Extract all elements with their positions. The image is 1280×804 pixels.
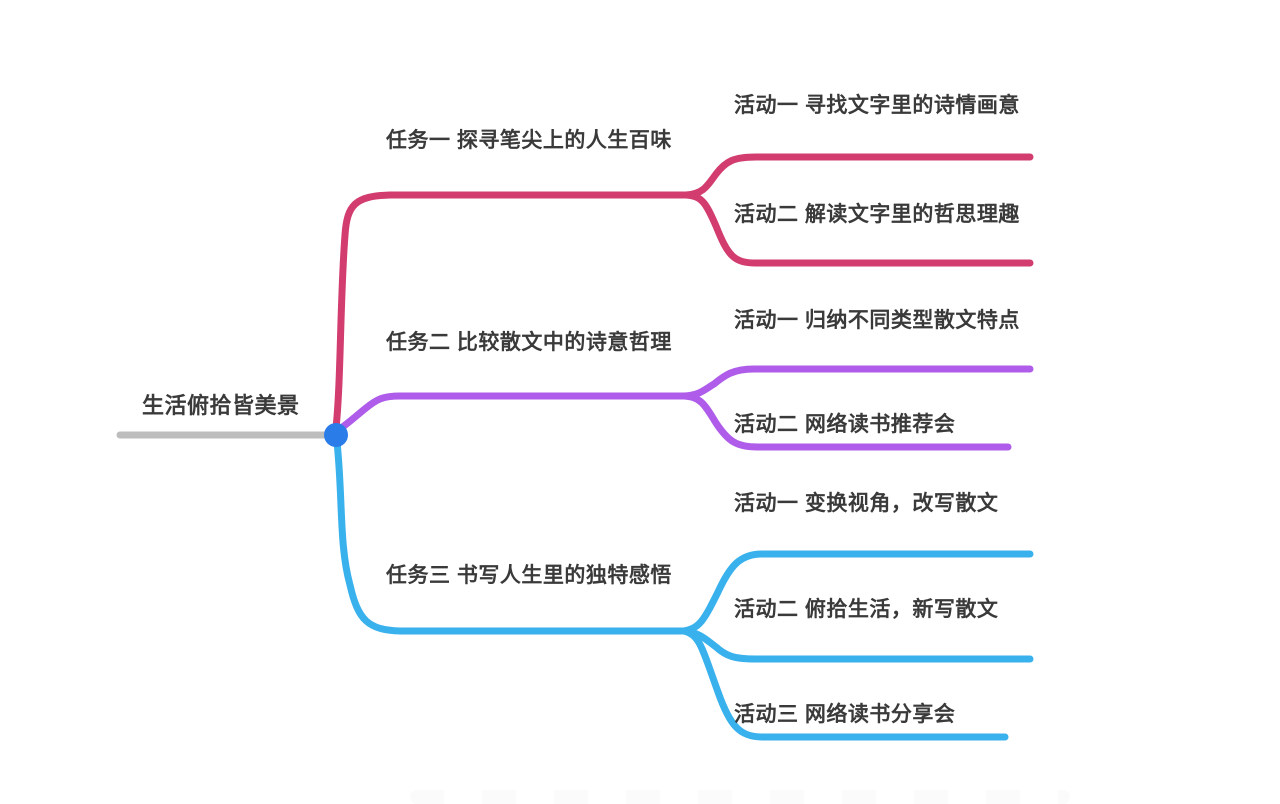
branch2-trunk-line: [336, 392, 688, 433]
branch3-child2-line: [680, 627, 1034, 663]
branch1-trunk-line: [332, 191, 690, 432]
branch3-child3-line: [680, 627, 1009, 741]
root-junction-dot: [324, 423, 348, 447]
branch3-child1-line: [680, 550, 1034, 635]
task3-node-label[interactable]: 任务三 书写人生里的独特感悟: [386, 564, 672, 587]
branch2-child1-line: [680, 365, 1034, 400]
branch2-child2-line: [680, 392, 1012, 451]
task3-activity1-node-label[interactable]: 活动一 变换视角，改写散文: [734, 492, 999, 515]
task2-node-label[interactable]: 任务二 比较散文中的诗意哲理: [386, 331, 672, 354]
task2-activity2-node-label[interactable]: 活动二 网络读书推荐会: [734, 413, 956, 436]
task3-activity3-node-label[interactable]: 活动三 网络读书分享会: [734, 703, 956, 726]
task1-activity2-node-label[interactable]: 活动二 解读文字里的哲思理趣: [734, 203, 1020, 226]
branch1-child1-line: [682, 153, 1034, 199]
branch3-trunk-line: [333, 438, 688, 635]
task2-activity1-node-label[interactable]: 活动一 归纳不同类型散文特点: [734, 309, 1020, 332]
task1-activity1-node-label[interactable]: 活动一 寻找文字里的诗情画意: [734, 94, 1020, 117]
task1-node-label[interactable]: 任务一 探寻笔尖上的人生百味: [386, 129, 672, 152]
root-node-label[interactable]: 生活俯拾皆美景: [142, 393, 300, 418]
task3-activity2-node-label[interactable]: 活动二 俯拾生活，新写散文: [734, 598, 999, 621]
branch1-child2-line: [682, 191, 1034, 267]
faint-watermark-strip: [410, 790, 1070, 804]
